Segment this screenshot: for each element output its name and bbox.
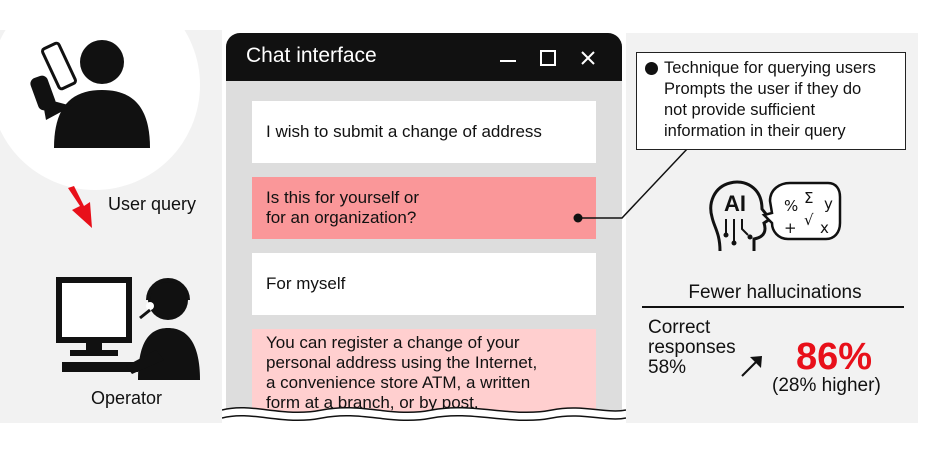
- chat-message-operator-question: Is this for yourself or for an organizat…: [252, 177, 596, 239]
- operator-icon: [56, 277, 200, 380]
- chat-message-operator-answer: You can register a change of your person…: [252, 329, 596, 423]
- maximize-icon: [540, 50, 556, 66]
- callout-body: Prompts the user if they do not provide …: [645, 79, 897, 142]
- message-line: personal address using the Internet,: [266, 353, 538, 372]
- math-symbol: +: [784, 219, 797, 237]
- increase-arrow-icon: [741, 356, 762, 377]
- minimize-icon: [500, 60, 516, 62]
- down-arrow-icon: [68, 186, 92, 228]
- correct-line: Correct: [648, 317, 711, 338]
- message-line: form at a branch, or by post.: [266, 393, 479, 412]
- chat-message-user-address: I wish to submit a change of address: [252, 101, 596, 163]
- chat-message-user-reply: For myself: [252, 253, 596, 315]
- fewer-hallucinations-heading: Fewer hallucinations: [688, 282, 862, 303]
- heading-underline: [642, 306, 904, 308]
- technique-callout: Technique for querying users Prompts the…: [636, 52, 906, 150]
- callout-connector: [573, 147, 689, 223]
- callout-title: Technique for querying users: [664, 59, 876, 77]
- close-icon: [581, 51, 595, 65]
- ai-label: AI: [724, 191, 746, 216]
- operator-label: Operator: [91, 388, 163, 408]
- callout-line: information in their query: [664, 122, 846, 140]
- chat-window: Chat interface I wish to submit a change…: [226, 33, 622, 423]
- minimize-button[interactable]: [488, 33, 528, 81]
- close-button[interactable]: [568, 33, 608, 81]
- message-line: You can register a change of your: [266, 333, 520, 352]
- ai-head-icon: AI % Σ √ + x y: [709, 180, 842, 252]
- user-on-phone-icon: [30, 40, 150, 148]
- math-symbol: √: [804, 211, 814, 229]
- bullet-dot: [645, 62, 658, 75]
- maximize-button[interactable]: [528, 33, 568, 81]
- user-query-label: User query: [108, 194, 197, 214]
- improved-percentage: 86%: [796, 336, 873, 378]
- math-symbol: y: [824, 195, 833, 213]
- correct-line: 58%: [648, 357, 687, 378]
- chat-title: Chat interface: [246, 44, 377, 67]
- correct-line: responses: [648, 337, 736, 358]
- message-line: I wish to submit a change of address: [266, 122, 542, 141]
- message-line: for an organization?: [266, 208, 417, 227]
- message-line: a convenience store ATM, a written: [266, 373, 531, 392]
- message-line: Is this for yourself or: [266, 188, 420, 207]
- math-symbol: x: [820, 219, 829, 237]
- message-line: For myself: [266, 274, 346, 293]
- math-symbol: %: [784, 197, 798, 215]
- chat-titlebar: Chat interface: [226, 33, 622, 81]
- improvement-note: (28% higher): [772, 375, 881, 396]
- math-symbol: Σ: [804, 189, 813, 207]
- callout-line: not provide sufficient: [664, 101, 816, 119]
- torn-edge: [222, 406, 626, 432]
- correct-responses-label: Correct responses 58%: [648, 318, 736, 378]
- callout-line: Prompts the user if they do: [664, 80, 862, 98]
